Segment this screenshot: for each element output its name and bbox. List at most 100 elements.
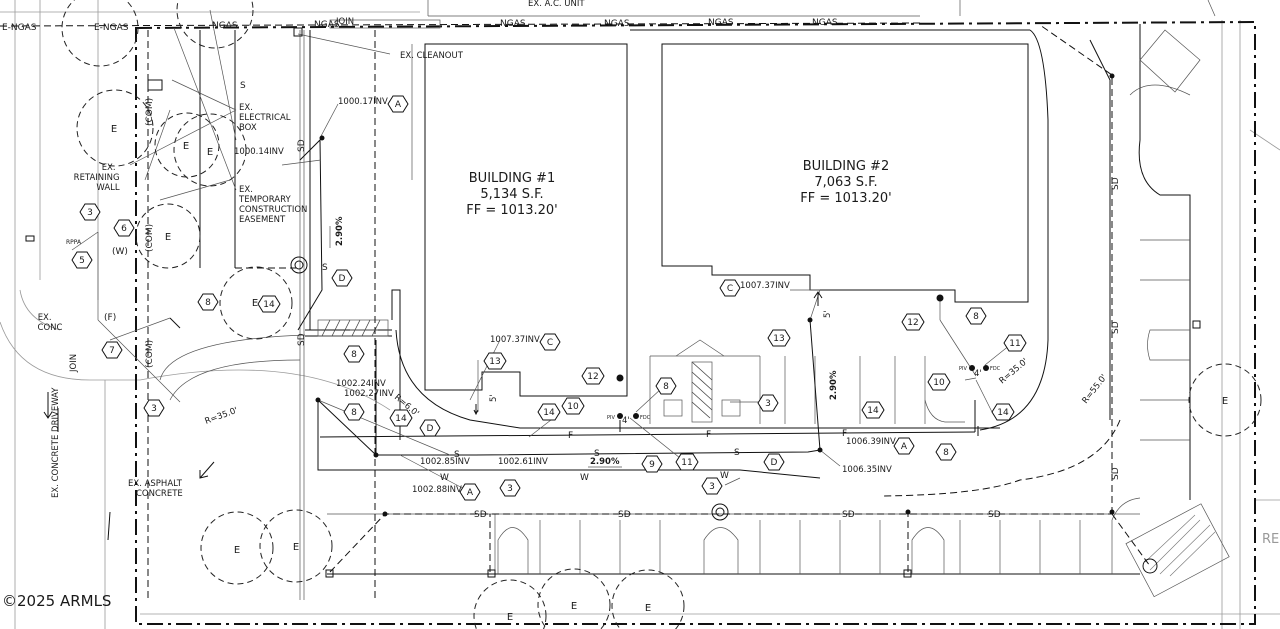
keynote-marker: 12 [901, 313, 925, 331]
keynote-marker: 5 [71, 251, 93, 269]
fire-label: F [706, 430, 711, 440]
join-top-label: JOIN [335, 17, 354, 27]
svg-text:8: 8 [663, 382, 669, 392]
keynote-marker: 14 [861, 401, 885, 419]
invert-label: 1007.37INV [490, 335, 540, 345]
ex-concrete-driveway-label: EX. CONCRETE DRIVEWAY [51, 387, 61, 498]
dimension-label: 4' [622, 416, 630, 426]
piv-label: PIV [607, 415, 615, 421]
slope-label: 2.90% [829, 370, 839, 400]
slope-label: 2.90% [335, 216, 345, 246]
ex-cleanout-label: EX. CLEANOUT [400, 51, 464, 61]
invert-label: 1006.39INV [846, 437, 896, 447]
sd-label: SD [1111, 321, 1121, 334]
tree-labels: E E E E E E E E E E E [111, 124, 1228, 623]
sd-label: SD [842, 510, 855, 520]
svg-text:14: 14 [395, 414, 407, 424]
svg-text:8: 8 [205, 298, 211, 308]
sd-label: SD [297, 333, 307, 346]
keynote-marker: D [763, 453, 785, 471]
tree-label: E [183, 141, 189, 152]
svg-text:A: A [467, 488, 474, 498]
keynote-marker: A [459, 483, 481, 501]
slope-label: 2.90% [590, 457, 620, 467]
svg-text:3: 3 [709, 482, 715, 492]
keynote-marker: 14 [257, 295, 281, 313]
keynote-marker: 9 [641, 455, 663, 473]
svg-text:D: D [771, 458, 778, 468]
fire-paren-label: (F) [104, 313, 116, 323]
water-label: W [720, 471, 729, 481]
ex-conc-label: EX. CONC [38, 313, 63, 333]
water-label: W [580, 473, 589, 483]
tree-label: E [1222, 396, 1228, 407]
svg-text:12: 12 [587, 372, 598, 382]
dimension-label: 5' [489, 394, 499, 402]
dimension-label: 5' [823, 310, 833, 318]
sewer-label: S [322, 263, 328, 273]
invert-label: 1007.37INV [740, 281, 790, 291]
svg-text:A: A [901, 442, 908, 452]
svg-text:3: 3 [765, 399, 771, 409]
keynote-marker: 3 [757, 394, 779, 412]
invert-label: 1006.35INV [842, 465, 892, 475]
tree-label: E [252, 298, 258, 309]
building-1-name: BUILDING #1 [469, 171, 555, 186]
gas-label: E-NGAS [2, 23, 37, 33]
sd-label: SD [618, 510, 631, 520]
tree-label: E [293, 542, 299, 553]
ex-asphalt-concrete-label: EX. ASPHALT CONCRETE [128, 479, 185, 499]
dimension-label: 4' [974, 369, 982, 379]
keynote-marker: 8 [197, 293, 219, 311]
svg-text:13: 13 [773, 334, 784, 344]
sewer-label: S [594, 449, 600, 459]
gas-label: NGAS [812, 18, 838, 28]
svg-text:D: D [339, 274, 346, 284]
keynote-marker: 3 [143, 399, 165, 417]
fdc-label: FDC [640, 415, 651, 421]
invert-label: 1002.61INV [498, 457, 548, 467]
ex-ac-unit-label: EX. A.C. UNIT [528, 0, 585, 9]
keynote-marker: 14 [389, 409, 413, 427]
tree-label: E [111, 124, 117, 135]
building-1-area: 5,134 S.F. [480, 187, 543, 202]
building-2-ff: FF = 1013.20' [800, 191, 891, 206]
keynote-marker: 7 [101, 341, 123, 359]
invert-label: 1000.14INV [234, 147, 284, 157]
sewer-label: S [240, 81, 246, 91]
rppa-label: RPPA [66, 239, 82, 246]
keynote-marker: D [419, 419, 441, 437]
keynote-marker: 13 [483, 352, 507, 370]
join-left-label: JOIN [69, 354, 79, 373]
keynote-marker: 11 [675, 453, 699, 471]
line-type-labels: E-NGAS E-NGAS NGAS NGAS NGAS NGAS NGAS N… [2, 18, 1279, 547]
keynote-marker: 3 [79, 203, 101, 221]
sd-label: SD [297, 139, 307, 152]
tree-label: E [165, 232, 171, 243]
gas-label: NGAS [708, 18, 734, 28]
svg-text:6: 6 [121, 224, 127, 234]
annotations: 2.90% 2.90% 2.90% 5' 5' 4' 4' R=35.0' R=… [204, 216, 1109, 468]
sd-label: SD [988, 510, 1001, 520]
svg-text:3: 3 [87, 208, 93, 218]
gas-label: E-NGAS [94, 23, 129, 33]
invert-label: 1002.24INV [336, 379, 386, 389]
invert-elevations: 1000.17INV 1000.14INV 1007.37INV 1007.37… [234, 97, 896, 495]
keynote-markers: 3 3 3 3 3 5 6 7 8 8 8 8 8 8 9 10 10 11 1… [71, 95, 1027, 501]
sewer-label: S [454, 450, 460, 460]
svg-text:11: 11 [1009, 339, 1020, 349]
svg-text:D: D [427, 424, 434, 434]
keynote-marker: C [539, 333, 561, 351]
keynote-marker: 14 [537, 403, 561, 421]
fdc-label: FDC [990, 366, 1001, 372]
water-paren-label: (W) [112, 247, 128, 257]
existing-trees [61, 0, 1262, 629]
fire-label: F [842, 429, 847, 439]
keynote-marker: 14 [991, 403, 1015, 421]
radius-label: R=35.0' [998, 357, 1031, 387]
tree-label: E [645, 603, 651, 614]
callouts: EX. A.C. UNIT EX. CLEANOUT JOIN EX. ELEC… [38, 0, 586, 499]
svg-text:A: A [395, 100, 402, 110]
building-2-area: 7,063 S.F. [814, 175, 877, 190]
